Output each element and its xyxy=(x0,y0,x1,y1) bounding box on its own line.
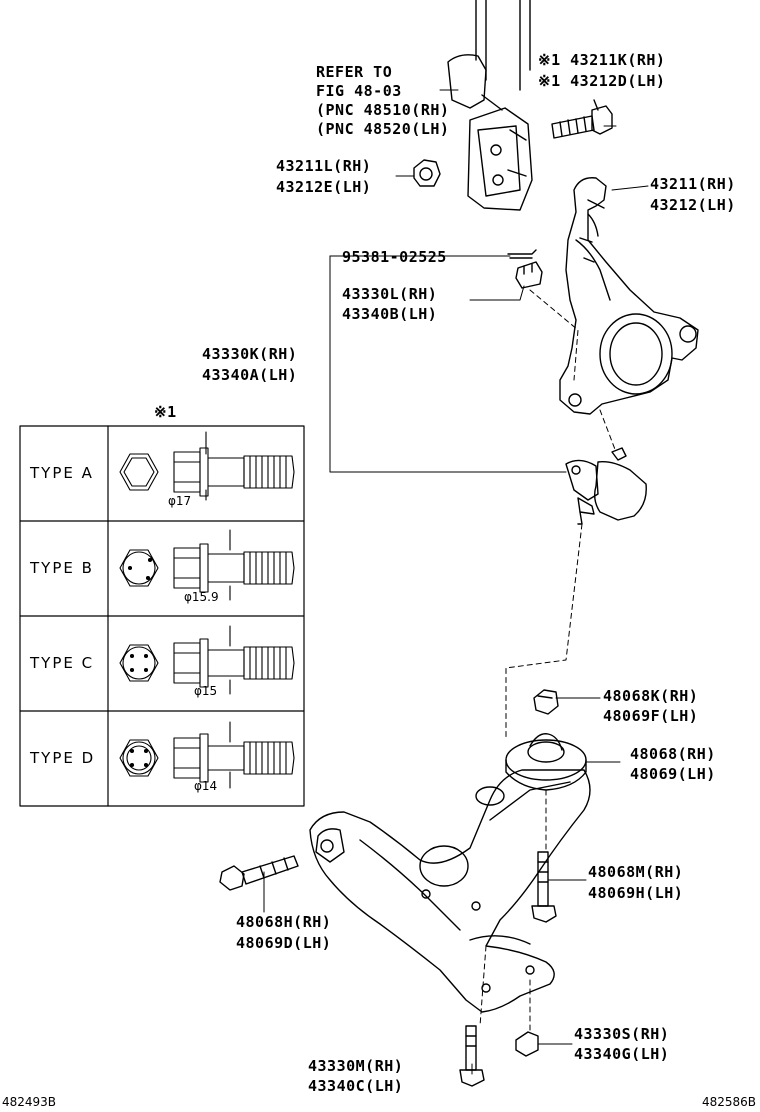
type-c-bolt xyxy=(119,625,295,695)
part-label-ball-joint-rh: 43330K(RH) xyxy=(202,345,298,363)
footer-code-right: 482586B xyxy=(702,1095,757,1109)
part-label-castle-nut-lh: 43340B(LH) xyxy=(342,305,438,323)
part-label-pin: 95381-02525 xyxy=(342,248,447,266)
bolt-43330M xyxy=(459,1025,485,1087)
lower-control-arm xyxy=(309,769,591,1013)
type-b-diameter: φ15.9 xyxy=(184,590,219,604)
cotter-pin xyxy=(507,249,537,259)
leader-lines xyxy=(263,89,649,1075)
type-a-diameter: φ17 xyxy=(168,494,192,508)
type-table-marker: ※1 xyxy=(154,403,177,421)
bolt-top xyxy=(551,99,613,139)
type-table xyxy=(19,425,305,807)
nut-48068K xyxy=(533,689,559,715)
part-label-bolt-right-rh: 48068M(RH) xyxy=(588,863,684,881)
part-label-knuckle-lh: 43212(LH) xyxy=(650,196,736,214)
type-c-diameter: φ15 xyxy=(194,684,218,698)
bolt-48068M xyxy=(531,851,557,923)
type-d-label: TYPE D xyxy=(30,749,96,767)
part-label-nut-lh: 43212E(LH) xyxy=(276,178,372,196)
part-label-nut2-rh: 48068K(RH) xyxy=(603,687,699,705)
part-label-castle-nut-rh: 43330L(RH) xyxy=(342,285,438,303)
refer-line3: (PNC 48510(RH) xyxy=(316,101,450,119)
part-label-knuckle-rh: 43211(RH) xyxy=(650,175,736,193)
part-label-ball-joint-lh: 43340A(LH) xyxy=(202,366,298,384)
part-label-bolt-top-lh: ※1 43212D(LH) xyxy=(538,72,666,90)
footer-code-left: 482493B xyxy=(2,1095,57,1109)
part-label-nut3-rh: 43330S(RH) xyxy=(574,1025,670,1043)
type-d-diameter: φ14 xyxy=(194,779,218,793)
part-label-bush-lh: 48069(LH) xyxy=(630,765,716,783)
steering-knuckle xyxy=(559,177,699,415)
dashed-centerlines xyxy=(479,289,617,1031)
part-label-nut2-lh: 48069F(LH) xyxy=(603,707,699,725)
type-d-bolt xyxy=(119,721,295,789)
nut-43330S xyxy=(515,1031,539,1057)
type-a-label: TYPE A xyxy=(30,464,94,482)
part-label-bolt-bottom-rh: 43330M(RH) xyxy=(308,1057,404,1075)
part-label-bolt-left-rh: 48068H(RH) xyxy=(236,913,332,931)
refer-line1: REFER TO xyxy=(316,63,393,81)
type-b-label: TYPE B xyxy=(30,559,94,577)
refer-line4: (PNC 48520(LH) xyxy=(316,120,450,138)
type-c-label: TYPE C xyxy=(30,654,95,672)
type-a-bolt xyxy=(119,431,295,501)
refer-line2: FIG 48-03 xyxy=(316,82,402,100)
type-b-bolt xyxy=(119,529,295,601)
bolt-48068H xyxy=(219,855,299,891)
part-label-nut-rh: 43211L(RH) xyxy=(276,157,372,175)
part-label-bolt-bottom-lh: 43340C(LH) xyxy=(308,1077,404,1095)
bush-48068 xyxy=(505,733,587,791)
part-label-bolt-right-lh: 48069H(LH) xyxy=(588,884,684,902)
part-label-bush-rh: 48068(RH) xyxy=(630,745,716,763)
nut-upper xyxy=(413,159,441,187)
part-label-bolt-top-rh: ※1 43211K(RH) xyxy=(538,51,666,69)
strut-assembly xyxy=(447,0,533,211)
castle-nut xyxy=(515,261,543,289)
part-label-bolt-left-lh: 48069D(LH) xyxy=(236,934,332,952)
ball-joint xyxy=(565,447,647,525)
part-label-nut3-lh: 43340G(LH) xyxy=(574,1045,670,1063)
